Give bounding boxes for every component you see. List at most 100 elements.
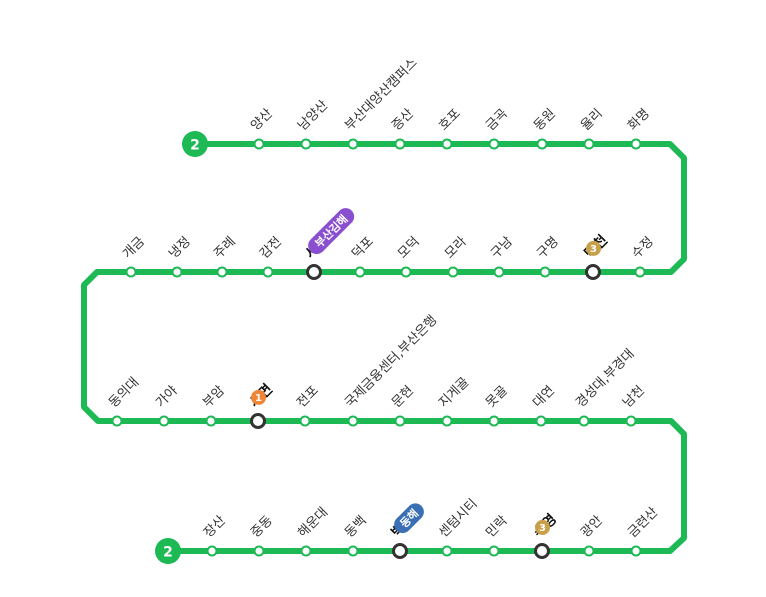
station-marker [206,545,218,557]
station[interactable]: 부산대양산캠퍼스 [342,56,421,150]
station-label-group: 동백 [342,513,370,541]
station-label-group: 덕포 [349,234,377,262]
station-label-group: 벡스코동해 [388,501,427,540]
station-label: 양산 [248,106,276,134]
station-label-group: 해운대 [295,505,331,541]
transfer-line-pill [394,503,424,534]
svg-text:2: 2 [163,545,173,561]
station-label-group: 지게골 [436,375,472,411]
transfer-line-badge [251,389,267,405]
transfer-station-marker [534,543,550,559]
station-label-group: 양산 [248,106,276,134]
station-marker [354,266,366,278]
station-label: 금련산 [625,505,661,541]
station-label-group: 센텀시티 [436,496,480,540]
station-marker [488,545,500,557]
station-marker [583,138,595,150]
transfer-line-name: 부산김해 [312,212,351,251]
station-marker [488,138,500,150]
station-marker [441,415,453,427]
station-label: 지게골 [436,375,472,411]
station-marker [300,545,312,557]
station-label-group: 감전 [257,234,285,262]
station-label-group: 화명 [625,106,653,134]
station-marker [583,545,595,557]
station-label-group: 모라 [442,234,470,262]
station-label-group: 남천 [620,383,648,411]
station-label: 주례 [211,234,239,262]
station-label-group: 냉정 [166,234,194,262]
station-label-group: 구남 [488,234,516,262]
station-label: 부암 [200,383,228,411]
station-label-group: 구명 [534,234,562,262]
station-label: 장산 [201,513,229,541]
transfer-line-pill [308,208,355,255]
station-marker [535,415,547,427]
station-label: 동백 [342,513,370,541]
station-label-group: 민락 [483,513,511,541]
station-label-group: 국제금융센터,부산은행 [342,312,441,411]
station-label: 대연 [530,383,558,411]
station-label: 호포 [436,106,464,134]
station-label-group: 중동 [248,513,276,541]
station-marker [125,266,137,278]
transfer-station-marker [392,543,408,559]
station-label: 냉정 [166,234,194,262]
station[interactable]: 센텀시티 [436,496,481,557]
station-label-group: 금련산 [625,505,661,541]
station-label-group: 주례 [211,234,239,262]
station-marker [441,545,453,557]
station-marker [347,545,359,557]
station-label: 국제금융센터,부산은행 [342,312,441,411]
line-badge-end: 2 [155,538,181,564]
transfer-station-marker [250,413,266,429]
station[interactable]: 사상부산김해 [301,205,358,280]
station-label: 전포 [294,383,322,411]
station[interactable]: 남양산 [295,98,331,150]
station-label-group: 동의대 [106,375,142,411]
station-label: 화명 [625,106,653,134]
station-label-group: 증산 [389,106,417,134]
station-marker [300,138,312,150]
station[interactable]: 국제금융센터,부산은행 [342,312,441,427]
station-label: 남천 [620,383,648,411]
station-marker [447,266,459,278]
station-label-group: 장산 [201,513,229,541]
station-marker [394,138,406,150]
station-label-group: 덕천3 [581,232,611,262]
station[interactable]: 동의대 [106,375,142,427]
station-label: 가야 [153,383,181,411]
station-label: 해운대 [295,505,331,541]
station-label-group: 못골 [483,383,511,411]
station-marker [488,415,500,427]
transfer-line-number: 3 [590,244,597,255]
station-label-group: 사상부산김해 [303,208,355,262]
station[interactable]: 해운대 [295,505,331,557]
station-label: 증산 [389,106,417,134]
station-label: 모덕 [395,234,423,262]
station[interactable]: 경성대,부경대 [573,347,638,427]
station-marker [578,415,590,427]
transfer-line-badge [535,519,551,535]
stations-layer: 양산남양산부산대양산캠퍼스증산호포금곡동원율리화명수정덕천3구명구남모라모덕덕포… [106,56,661,559]
station-marker [634,266,646,278]
station-label: 중동 [248,513,276,541]
station[interactable]: 금련산 [625,505,661,557]
station-marker [539,266,551,278]
station-label: 동원 [531,106,559,134]
station-marker [536,138,548,150]
transfer-line-number: 3 [539,523,546,534]
station-label-group: 개금 [120,234,148,262]
station[interactable]: 지게골 [436,375,472,427]
station-label: 금곡 [483,106,511,134]
station-label-group: 남양산 [295,98,331,134]
station-label: 남양산 [295,98,331,134]
station-label-group: 가야 [153,383,181,411]
station-label-group: 부암 [200,383,228,411]
station-label: 민락 [483,513,511,541]
station-marker [253,138,265,150]
station-marker [205,415,217,427]
station-label: 모라 [442,234,470,262]
station-label-group: 서면1 [246,381,276,411]
